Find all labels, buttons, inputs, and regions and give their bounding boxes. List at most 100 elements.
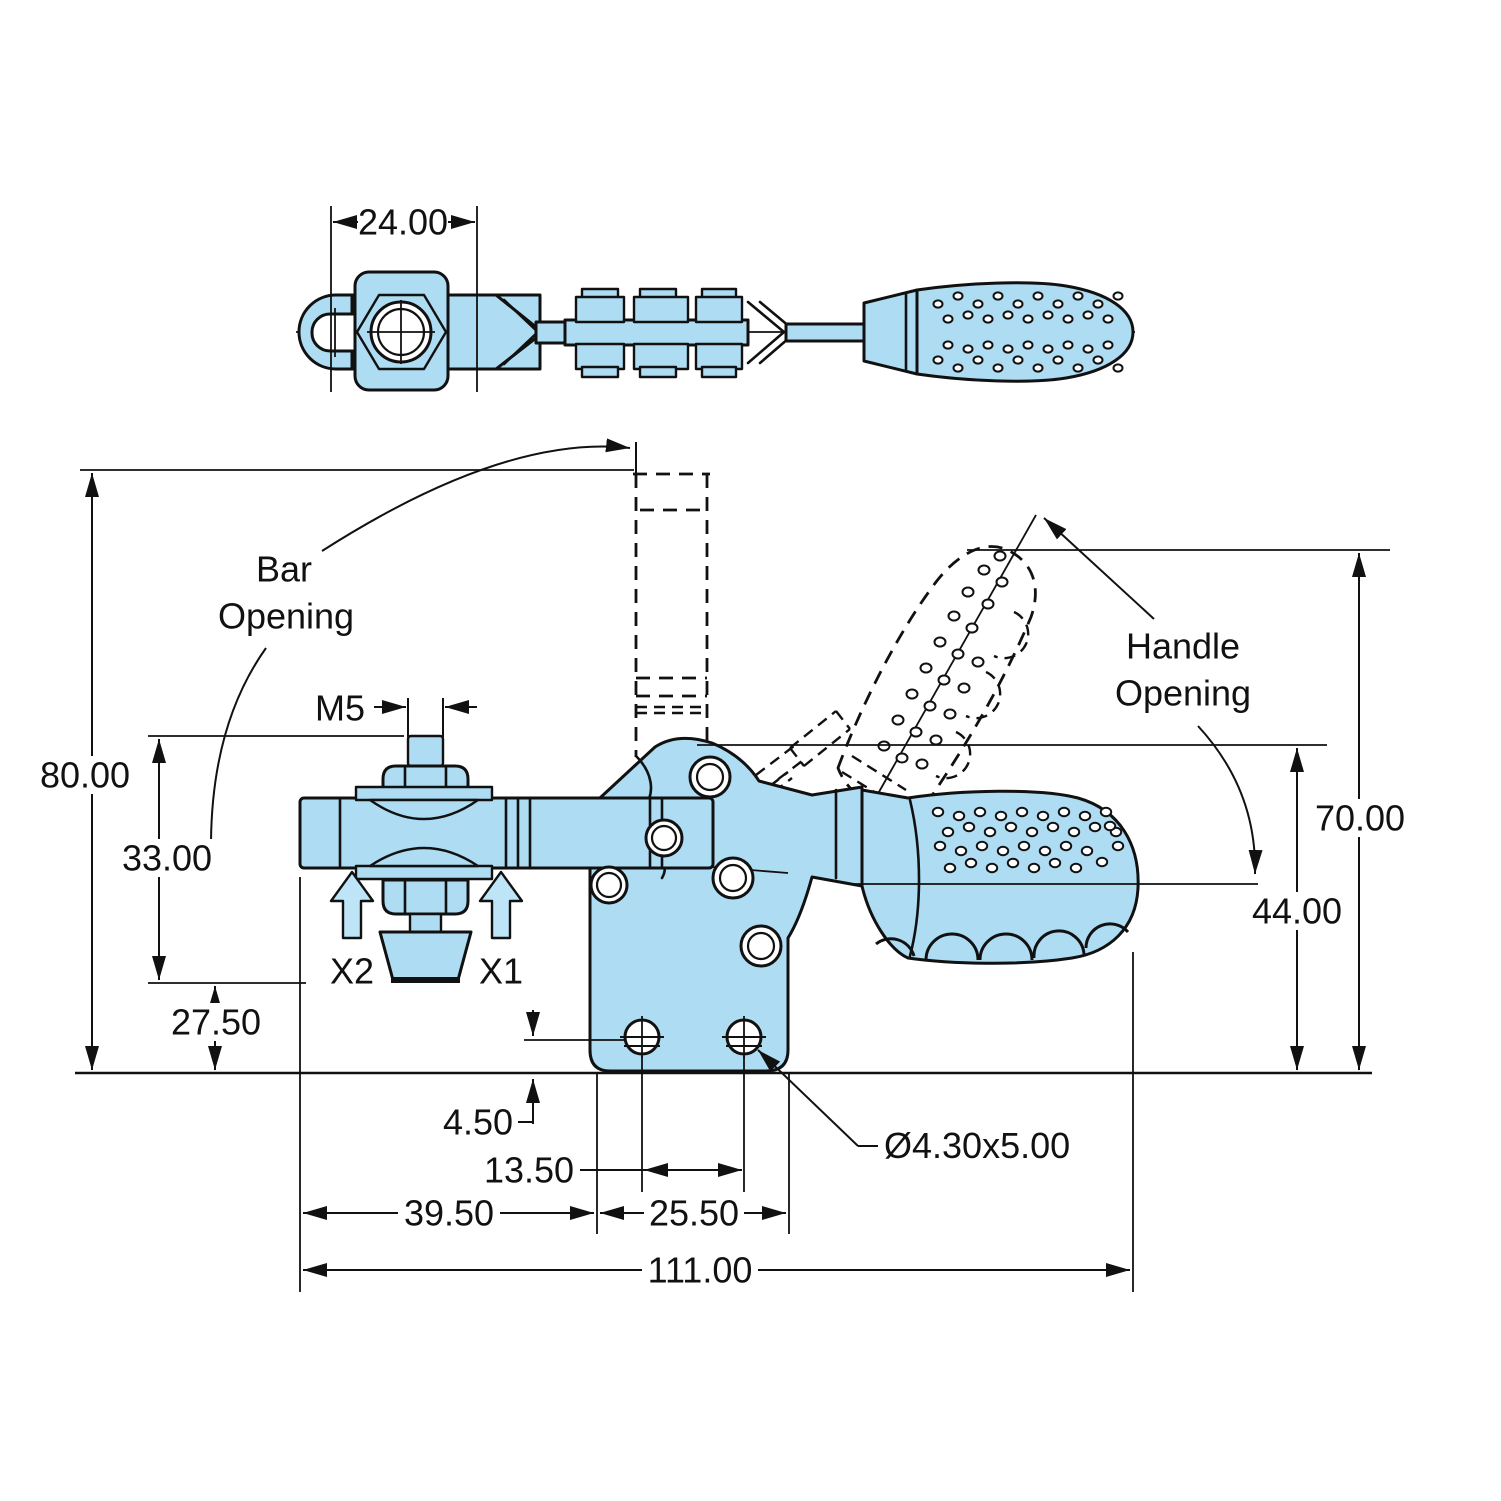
grip-dot <box>1002 310 1014 320</box>
grip-dot <box>962 344 974 354</box>
grip-dot <box>1102 340 1114 350</box>
grip-dot <box>1099 806 1113 818</box>
grip-dot <box>1027 862 1041 874</box>
grip-dots-front-view <box>931 806 1125 874</box>
grip-dot <box>1103 820 1117 832</box>
grip-dot <box>1032 291 1044 301</box>
grip-dot <box>962 821 976 833</box>
grip-dot <box>932 355 944 365</box>
spindle-assembly <box>354 734 494 983</box>
dim-flange-width: 25.50 <box>649 1193 739 1234</box>
hole-leader <box>757 1049 859 1147</box>
label-bg <box>398 1194 500 1232</box>
link-plate <box>574 342 626 371</box>
grip-dot <box>961 586 975 598</box>
bar-opening-arc-lower <box>210 647 267 843</box>
grip-dot <box>975 840 989 852</box>
grip-dot <box>1092 355 1104 365</box>
grip-dot <box>951 648 965 660</box>
grip-dot <box>1088 821 1102 833</box>
grip-dot <box>965 622 979 634</box>
dim-overall-length: 111.00 <box>648 1250 753 1291</box>
grip-dot <box>915 758 929 770</box>
grip-dot <box>982 314 994 324</box>
grip-dot <box>932 299 944 309</box>
grip-dots-open-handle <box>877 550 1009 770</box>
label-bg <box>644 1194 744 1232</box>
grip-dot <box>1006 857 1020 869</box>
grip-dot <box>972 299 984 309</box>
grip-dot <box>895 752 909 764</box>
grip-mold-line <box>908 798 921 958</box>
grip-dot <box>1048 857 1062 869</box>
grip-dot <box>985 862 999 874</box>
rivet-holes <box>589 755 783 968</box>
yoke-chevron <box>746 300 787 365</box>
mounting-holes <box>620 1016 766 1058</box>
link-plate <box>632 342 690 371</box>
grip-dot <box>891 714 905 726</box>
grip-dot <box>952 363 964 373</box>
grip-dot <box>971 656 985 668</box>
spindle-nut-bottom <box>381 878 470 916</box>
grip-dot <box>1052 355 1064 365</box>
grip-dot <box>1072 363 1084 373</box>
force-arrow-x2 <box>329 870 375 940</box>
label-bg <box>1310 799 1410 837</box>
grip-dot <box>923 700 937 712</box>
grip-dot <box>1015 806 1029 818</box>
spindle-thread-top <box>406 734 445 768</box>
grip-dot <box>1059 840 1073 852</box>
label-bg <box>120 839 214 877</box>
grip-dot <box>1046 821 1060 833</box>
grip-dot <box>957 682 971 694</box>
handle-open-phantom <box>755 514 1037 818</box>
linkage-bar <box>563 318 750 347</box>
grip-dot <box>933 636 947 648</box>
grip-dot <box>1032 363 1044 373</box>
grip-dot <box>943 862 957 874</box>
handle-ferrule-top <box>862 288 919 376</box>
grip-dot <box>1095 856 1109 868</box>
handle-grip-top <box>915 281 1135 383</box>
spindle-foot <box>378 930 473 982</box>
label-bg <box>36 756 134 794</box>
grip-dot <box>905 688 919 700</box>
grip-dot <box>929 734 943 746</box>
grip-dot <box>992 291 1004 301</box>
grip-dot <box>1062 340 1074 350</box>
grip-dot <box>1082 310 1094 320</box>
grip-dot <box>1092 299 1104 309</box>
grip-dot <box>1067 826 1081 838</box>
grip-dot <box>1012 299 1024 309</box>
dim-spindle-length: 33.00 <box>122 838 212 879</box>
grip-dot <box>1102 314 1114 324</box>
grip-dot <box>1017 840 1031 852</box>
link-tab <box>638 365 678 379</box>
grip-dot <box>1022 314 1034 324</box>
grip-dot <box>947 610 961 622</box>
force-label-x2: X2 <box>330 951 374 992</box>
swivel-washer-bottom <box>368 846 480 868</box>
swivel-plate-top <box>354 785 494 802</box>
handle-closed <box>850 788 1140 965</box>
grip-dot <box>1012 355 1024 365</box>
link-plate <box>574 295 626 324</box>
grip-dot <box>919 662 933 674</box>
dim-hole-spacing: 13.50 <box>484 1150 574 1191</box>
dim-handle-height: 44.00 <box>1252 891 1342 932</box>
grip-dot <box>942 340 954 350</box>
grip-dot <box>952 810 966 822</box>
grip-dot <box>1022 340 1034 350</box>
grip-dot <box>941 826 955 838</box>
grip-dot <box>964 857 978 869</box>
force-arrow-x1 <box>478 870 524 940</box>
link-tab <box>700 365 738 379</box>
grip-scallops <box>924 922 1130 961</box>
label-bg <box>642 1251 758 1289</box>
grip-dot <box>909 726 923 738</box>
grip-dot <box>962 310 974 320</box>
link-plate <box>694 295 744 324</box>
grip-dot <box>981 598 995 610</box>
grip-dot <box>1111 840 1125 852</box>
